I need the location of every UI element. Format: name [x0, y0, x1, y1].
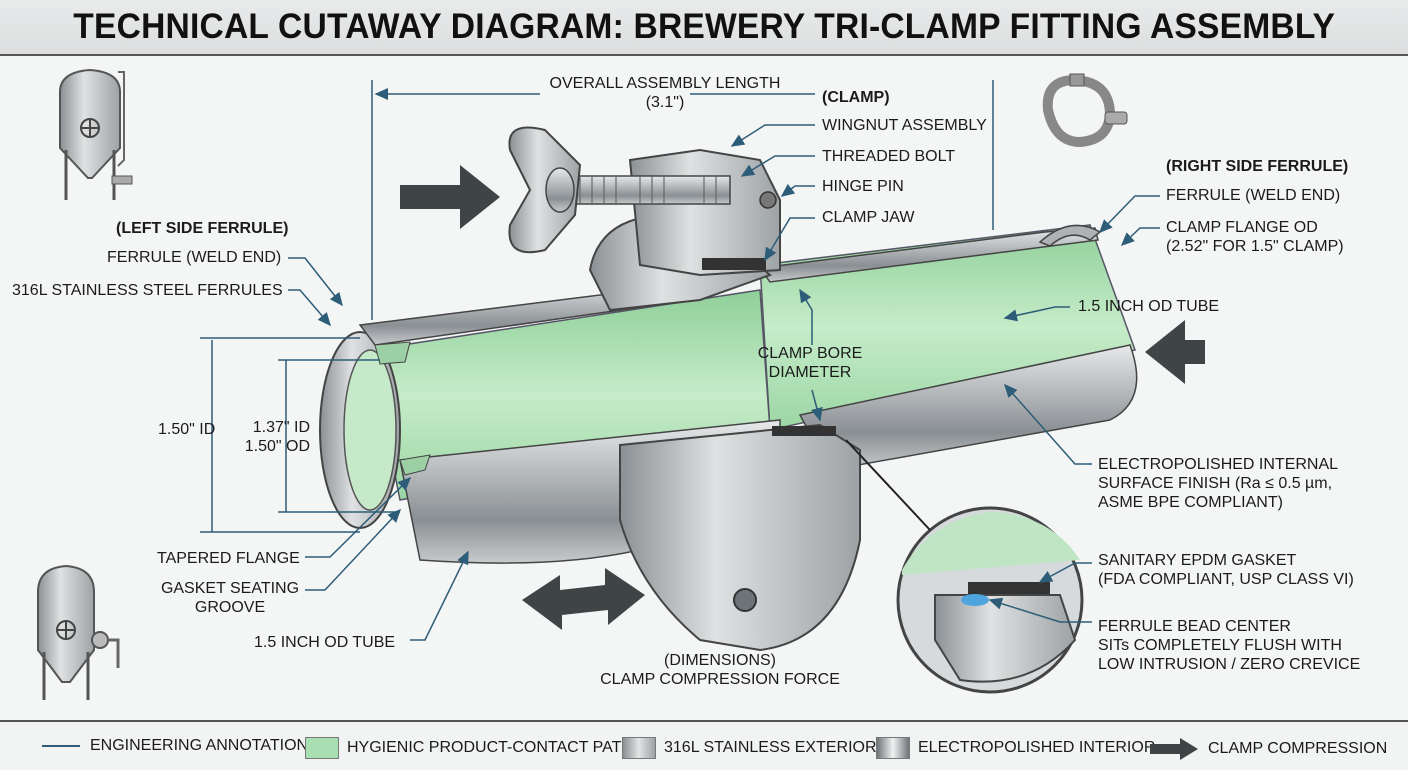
tapered-flange-label: TAPERED FLANGE [157, 550, 300, 567]
tri-clamp-icon [1042, 73, 1128, 148]
clamp-bore-label: CLAMP BORE DIAMETER [757, 345, 863, 381]
compression-arrow-icon [1150, 738, 1198, 760]
legend: ENGINEERING ANNOTATION HYGIENIC PRODUCT-… [0, 720, 1408, 770]
overall-length-label: OVERALL ASSEMBLY LENGTH (3.1") [549, 75, 781, 111]
right-ferrule-heading: (RIGHT SIDE FERRULE) [1166, 158, 1349, 175]
compression-arrow-right [1145, 320, 1205, 384]
compression-arrow-double [522, 568, 645, 630]
legend-exterior: 316L STAINLESS EXTERIOR [622, 737, 877, 759]
annotation-lines [200, 80, 1160, 641]
legend-annotation: ENGINEERING ANNOTATION [42, 737, 308, 755]
gasket-label: SANITARY EPDM GASKET (FDA COMPLIANT, USP… [1098, 552, 1354, 588]
legend-hygienic: HYGIENIC PRODUCT-CONTACT PATH [305, 737, 633, 759]
cutaway-diagram [37, 68, 1205, 700]
title-bar: TECHNICAL CUTAWAY DIAGRAM: BREWERY TRI-C… [0, 0, 1408, 56]
bolt-label: THREADED BOLT [822, 148, 956, 165]
finish-label: ELECTROPOLISHED INTERNAL SURFACE FINISH … [1098, 456, 1339, 511]
legend-interior: ELECTROPOLISHED INTERIOR [876, 737, 1155, 759]
compression-arrow-left [400, 165, 500, 229]
left-ferrule-heading: (LEFT SIDE FERRULE) [116, 220, 289, 237]
left-tube-label: 1.5 INCH OD TUBE [254, 634, 396, 651]
clamp-heading: (CLAMP) [822, 89, 890, 106]
flange-od-label: CLAMP FLANGE OD (2.52" FOR 1.5" CLAMP) [1166, 219, 1344, 255]
od-inner-value: 1.50" OD [244, 438, 310, 455]
right-tube-label: 1.5 INCH OD TUBE [1078, 298, 1220, 315]
exterior-swatch [622, 737, 656, 759]
left-weld-end-label: FERRULE (WELD END) [107, 249, 282, 266]
gasket-groove-label: GASKET SEATING GROOVE [160, 580, 300, 616]
id-inner-label: 1.37" ID 1.50" OD [220, 418, 310, 456]
material-label: 316L STAINLESS STEEL FERRULES [12, 282, 283, 299]
clamp-jaw-label: CLAMP JAW [822, 209, 915, 226]
tube-assembly [319, 126, 1138, 652]
dimensions-label: (DIMENSIONS) CLAMP COMPRESSION FORCE [600, 652, 840, 688]
bead-center-label: FERRULE BEAD CENTER SITs COMPLETELY FLUS… [1098, 618, 1361, 673]
hinge-pin-label: HINGE PIN [822, 178, 904, 195]
page-title: TECHNICAL CUTAWAY DIAGRAM: BREWERY TRI-C… [73, 7, 1335, 46]
tank-icon-bottom-left [37, 564, 120, 700]
legend-compression: CLAMP COMPRESSION [1148, 737, 1387, 761]
right-weld-end-label: FERRULE (WELD END) [1166, 187, 1341, 204]
id-outer-label: 1.50" ID [158, 421, 216, 438]
hygienic-swatch [305, 737, 339, 759]
id-inner-value: 1.37" ID [252, 419, 310, 436]
annotation-line-swatch [42, 745, 80, 747]
wingnut-label: WINGNUT ASSEMBLY [822, 117, 987, 134]
tank-icon-top-left [59, 68, 133, 200]
interior-swatch [876, 737, 910, 759]
